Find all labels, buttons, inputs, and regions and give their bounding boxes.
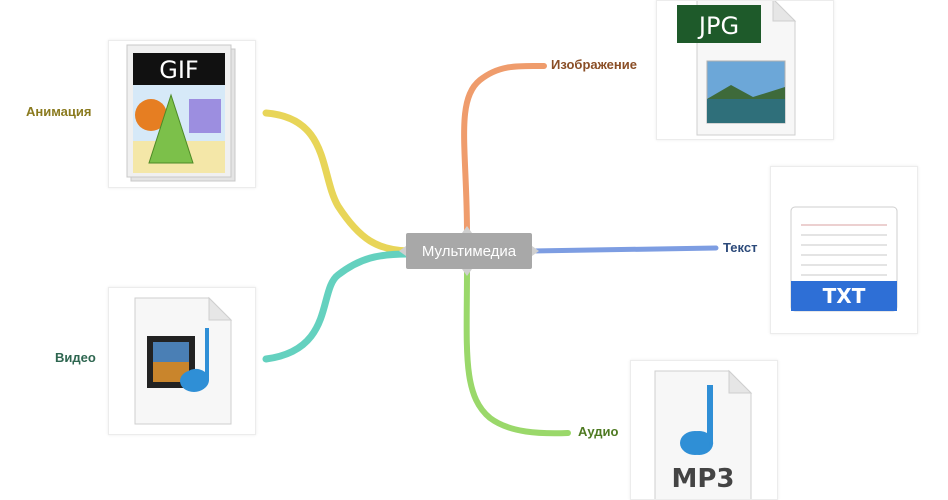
connector-image	[461, 62, 547, 236]
svg-text:MP3: MP3	[671, 464, 734, 494]
gif-file-icon: GIF	[126, 44, 236, 182]
center-port-left	[399, 246, 406, 256]
branch-label-animation[interactable]: Анимация	[26, 104, 92, 119]
center-port-right	[532, 246, 539, 256]
branch-label-image[interactable]: Изображение	[551, 57, 637, 72]
connector-text	[529, 245, 719, 254]
branch-label-text[interactable]: Текст	[723, 240, 758, 255]
mp3-file-icon: MP3	[654, 369, 753, 499]
svg-text:JPG: JPG	[697, 12, 739, 40]
branch-label-audio[interactable]: Аудио	[578, 424, 619, 439]
video-file-card	[108, 287, 256, 435]
mp3-file-card: MP3	[630, 360, 778, 500]
svg-text:TXT: TXT	[823, 284, 866, 308]
connector-video	[262, 250, 412, 363]
gif-image-card: GIF	[108, 40, 256, 188]
center-port-bottom	[462, 269, 472, 276]
branch-label-video[interactable]: Видео	[55, 350, 96, 365]
txt-file-icon: TXT	[790, 206, 898, 312]
central-topic[interactable]: Мультимедиа	[406, 233, 532, 269]
connector-audio	[463, 266, 571, 437]
center-port-top	[462, 226, 472, 233]
connector-animation	[262, 109, 412, 255]
txt-file-card: TXT	[770, 166, 918, 334]
jpg-file-card: JPG	[656, 0, 834, 140]
jpg-file-icon: JPG	[677, 1, 797, 136]
video-music-file-icon	[134, 296, 233, 425]
svg-text:GIF: GIF	[159, 56, 198, 84]
